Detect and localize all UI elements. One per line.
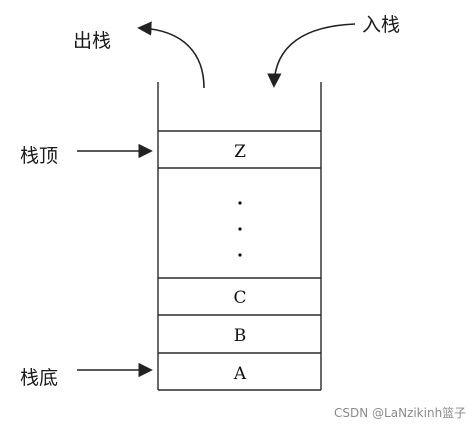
ellipsis-dot-3 (238, 253, 242, 257)
ellipsis-dot-1 (238, 201, 242, 205)
push-label: 入栈 (362, 14, 400, 36)
cell-b-label: B (234, 326, 247, 346)
cell-a-label: A (233, 364, 247, 384)
top-pointer-label: 栈顶 (20, 145, 58, 167)
pop-arrow-icon (137, 21, 205, 89)
cell-z-label: Z (234, 142, 246, 162)
push-arrow-icon (267, 23, 356, 88)
watermark: CSDN @LaNzikinh篮子 (334, 405, 466, 420)
ellipsis-dot-2 (238, 227, 242, 231)
cell-c-label: C (233, 288, 246, 308)
bottom-pointer-label: 栈底 (20, 367, 58, 389)
pop-label: 出栈 (73, 30, 111, 52)
